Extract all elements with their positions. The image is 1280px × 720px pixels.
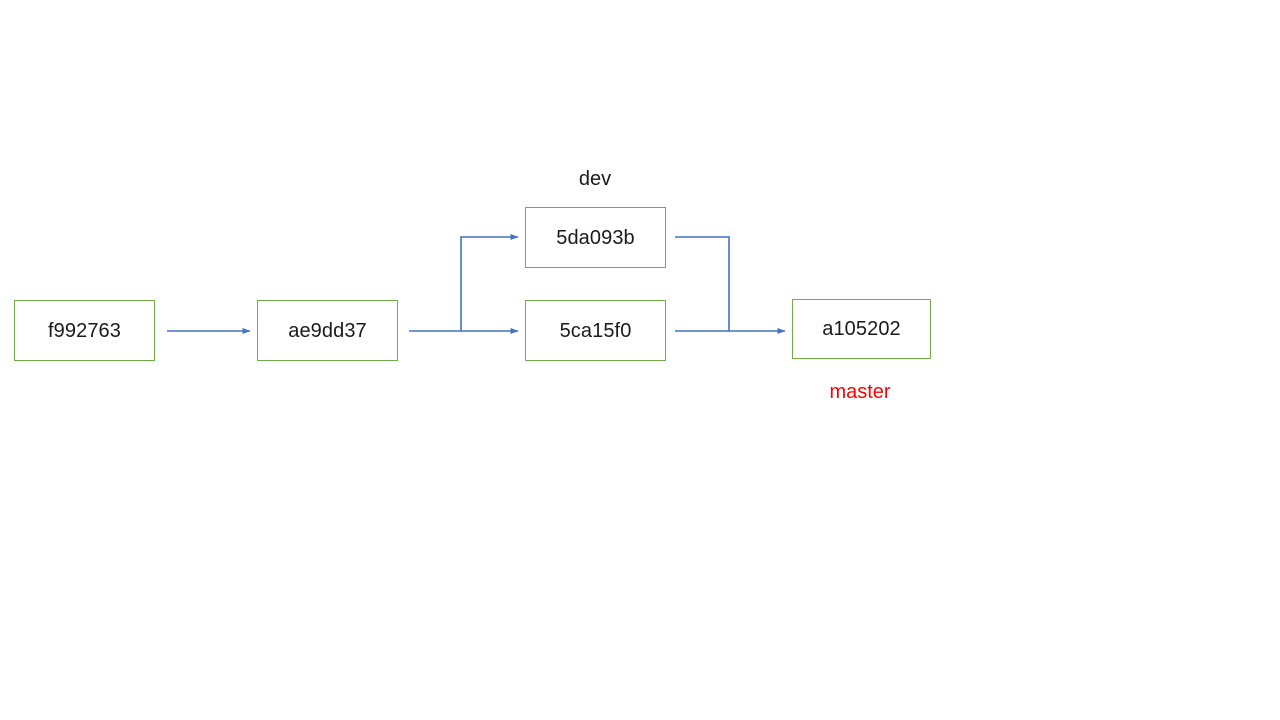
commit-label: ae9dd37 <box>288 319 367 342</box>
commit-node-5da093b[interactable]: 5da093b <box>525 207 666 268</box>
edge-ae9dd37-to-5da093b <box>460 234 519 331</box>
commit-node-5ca15f0[interactable]: 5ca15f0 <box>525 300 666 361</box>
branch-label-master: master <box>829 381 891 403</box>
edge-5da093b-to-a105202 <box>675 236 730 331</box>
commit-label: f992763 <box>48 319 121 342</box>
commit-label: 5ca15f0 <box>559 319 632 342</box>
commit-label: 5da093b <box>556 226 635 249</box>
commit-label: a105202 <box>822 318 901 340</box>
branch-label-dev: dev <box>578 168 612 190</box>
commit-node-ae9dd37[interactable]: ae9dd37 <box>257 300 398 361</box>
commit-node-f992763[interactable]: f992763 <box>14 300 155 361</box>
commit-node-a105202[interactable]: a105202 <box>792 299 931 359</box>
